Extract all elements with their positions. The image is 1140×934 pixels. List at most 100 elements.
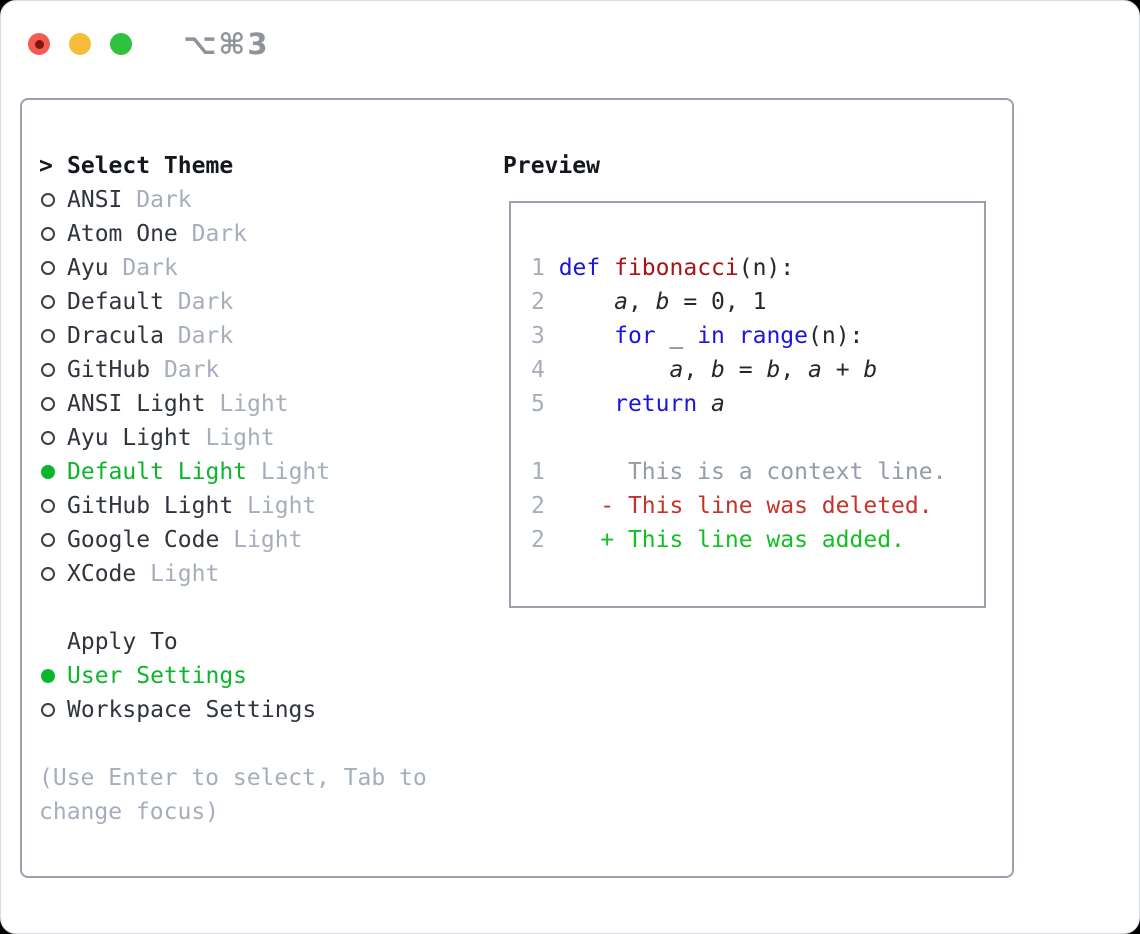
theme-option-xcode-light[interactable]: XCode Light xyxy=(39,557,427,591)
select-theme-header: Select Theme xyxy=(67,153,234,179)
theme-variant: Dark xyxy=(136,187,192,213)
theme-option-ansi-light-light[interactable]: ANSI Light Light xyxy=(39,387,427,421)
code-token: , xyxy=(780,357,809,383)
blank-line xyxy=(531,421,984,455)
apply-option-user-settings[interactable]: User Settings xyxy=(39,659,427,693)
radio-icon xyxy=(41,363,55,377)
theme-option-google-code-light[interactable]: Google Code Light xyxy=(39,523,427,557)
radio-icon xyxy=(41,533,55,547)
theme-variant: Light xyxy=(150,561,220,587)
code-token: _ xyxy=(655,323,698,349)
theme-option-github-dark[interactable]: GitHub Dark xyxy=(39,353,427,387)
code-token: + xyxy=(821,357,864,383)
theme-option-ansi-dark[interactable]: ANSI Dark xyxy=(39,183,427,217)
apply-option-label: User Settings xyxy=(67,663,248,689)
close-button[interactable] xyxy=(28,33,50,55)
unsaved-dot-icon xyxy=(34,39,44,49)
code-token: return xyxy=(614,391,698,417)
theme-variant: Dark xyxy=(191,221,248,247)
diff-line-deleted: 2 - This line was deleted. xyxy=(531,489,984,523)
code-token: a xyxy=(808,357,822,383)
theme-name: GitHub Light xyxy=(67,493,234,519)
code-token: for xyxy=(614,323,656,349)
theme-variant: Dark xyxy=(163,357,220,383)
apply-option-workspace-settings[interactable]: Workspace Settings xyxy=(39,693,427,727)
code-token: range xyxy=(738,323,808,349)
code-token: a xyxy=(711,391,725,417)
code-line: 2 a, b = 0, 1 xyxy=(531,285,984,319)
code-line: 4 a, b = b, a + b xyxy=(531,353,984,387)
code-token: , xyxy=(627,289,656,315)
code-token: in xyxy=(697,323,725,349)
code-token: (n): xyxy=(738,255,795,281)
theme-option-atom-one-dark[interactable]: Atom One Dark xyxy=(39,217,427,251)
theme-variant: Dark xyxy=(177,289,234,315)
focus-pointer-icon: > xyxy=(39,153,53,179)
code-token xyxy=(697,391,711,417)
apply-to-header: Apply To xyxy=(67,629,178,655)
diff-preview: 1 This is a context line.2 - This line w… xyxy=(531,455,984,557)
radio-icon xyxy=(41,567,55,581)
code-token: fibonacci xyxy=(614,255,739,281)
line-number: 2 xyxy=(531,527,545,553)
theme-option-dracula-dark[interactable]: Dracula Dark xyxy=(39,319,427,353)
minimize-button[interactable] xyxy=(69,33,91,55)
radio-icon xyxy=(41,261,55,275)
theme-name: Ayu Light xyxy=(67,425,192,451)
radio-icon xyxy=(41,227,55,241)
theme-variant: Dark xyxy=(177,323,234,349)
code-token xyxy=(559,323,614,349)
code-line: 1 def fibonacci(n): xyxy=(531,251,984,285)
preview-header: Preview xyxy=(503,153,600,179)
help-line: change focus) xyxy=(39,799,220,825)
code-token: b xyxy=(863,357,878,383)
code-token xyxy=(725,323,739,349)
line-number: 3 xyxy=(531,323,559,349)
radio-icon xyxy=(41,703,55,717)
theme-variant: Light xyxy=(260,459,331,485)
radio-icon xyxy=(41,193,55,207)
theme-name: ANSI Light xyxy=(67,391,206,417)
code-token: = 0, 1 xyxy=(669,289,767,315)
titlebar: ⌥⌘3 xyxy=(28,27,270,61)
code-token: b xyxy=(655,289,670,315)
theme-option-default-dark[interactable]: Default Dark xyxy=(39,285,427,319)
code-token: (n): xyxy=(808,323,864,349)
theme-name: Dracula xyxy=(67,323,164,349)
apply-to-header-row: Apply To xyxy=(39,625,427,659)
code-token xyxy=(600,255,614,281)
theme-option-default-light-light[interactable]: Default Light Light xyxy=(39,455,427,489)
theme-option-github-light-light[interactable]: GitHub Light Light xyxy=(39,489,427,523)
radio-icon xyxy=(41,431,55,445)
code-line: 3 for _ in range(n): xyxy=(531,319,984,353)
code-token: def xyxy=(558,255,601,281)
theme-name: XCode xyxy=(67,561,137,587)
code-token: a xyxy=(669,357,684,383)
code-token: b xyxy=(766,357,781,383)
line-number: 2 xyxy=(531,289,559,315)
diff-line-context: 1 This is a context line. xyxy=(531,455,984,489)
code-token: a xyxy=(614,289,628,315)
select-theme-header-row: > Select Theme xyxy=(39,149,427,183)
theme-name: Atom One xyxy=(67,221,178,247)
radio-selected-icon xyxy=(41,669,55,683)
line-number: 1 xyxy=(531,459,545,485)
theme-variant: Light xyxy=(205,425,275,451)
zoom-button[interactable] xyxy=(110,33,132,55)
window-title: ⌥⌘3 xyxy=(183,27,270,61)
code-token: = xyxy=(724,357,767,383)
theme-option-ayu-light-light[interactable]: Ayu Light Light xyxy=(39,421,427,455)
diff-line-added: 2 + This line was added. xyxy=(531,523,984,557)
theme-name: ANSI xyxy=(67,187,123,213)
code-token: b xyxy=(711,357,725,383)
radio-icon xyxy=(41,295,55,309)
theme-option-ayu-dark[interactable]: Ayu Dark xyxy=(39,251,427,285)
diff-text: - This line was deleted. xyxy=(544,493,933,519)
code-token xyxy=(559,391,614,417)
theme-variant: Light xyxy=(219,391,289,417)
